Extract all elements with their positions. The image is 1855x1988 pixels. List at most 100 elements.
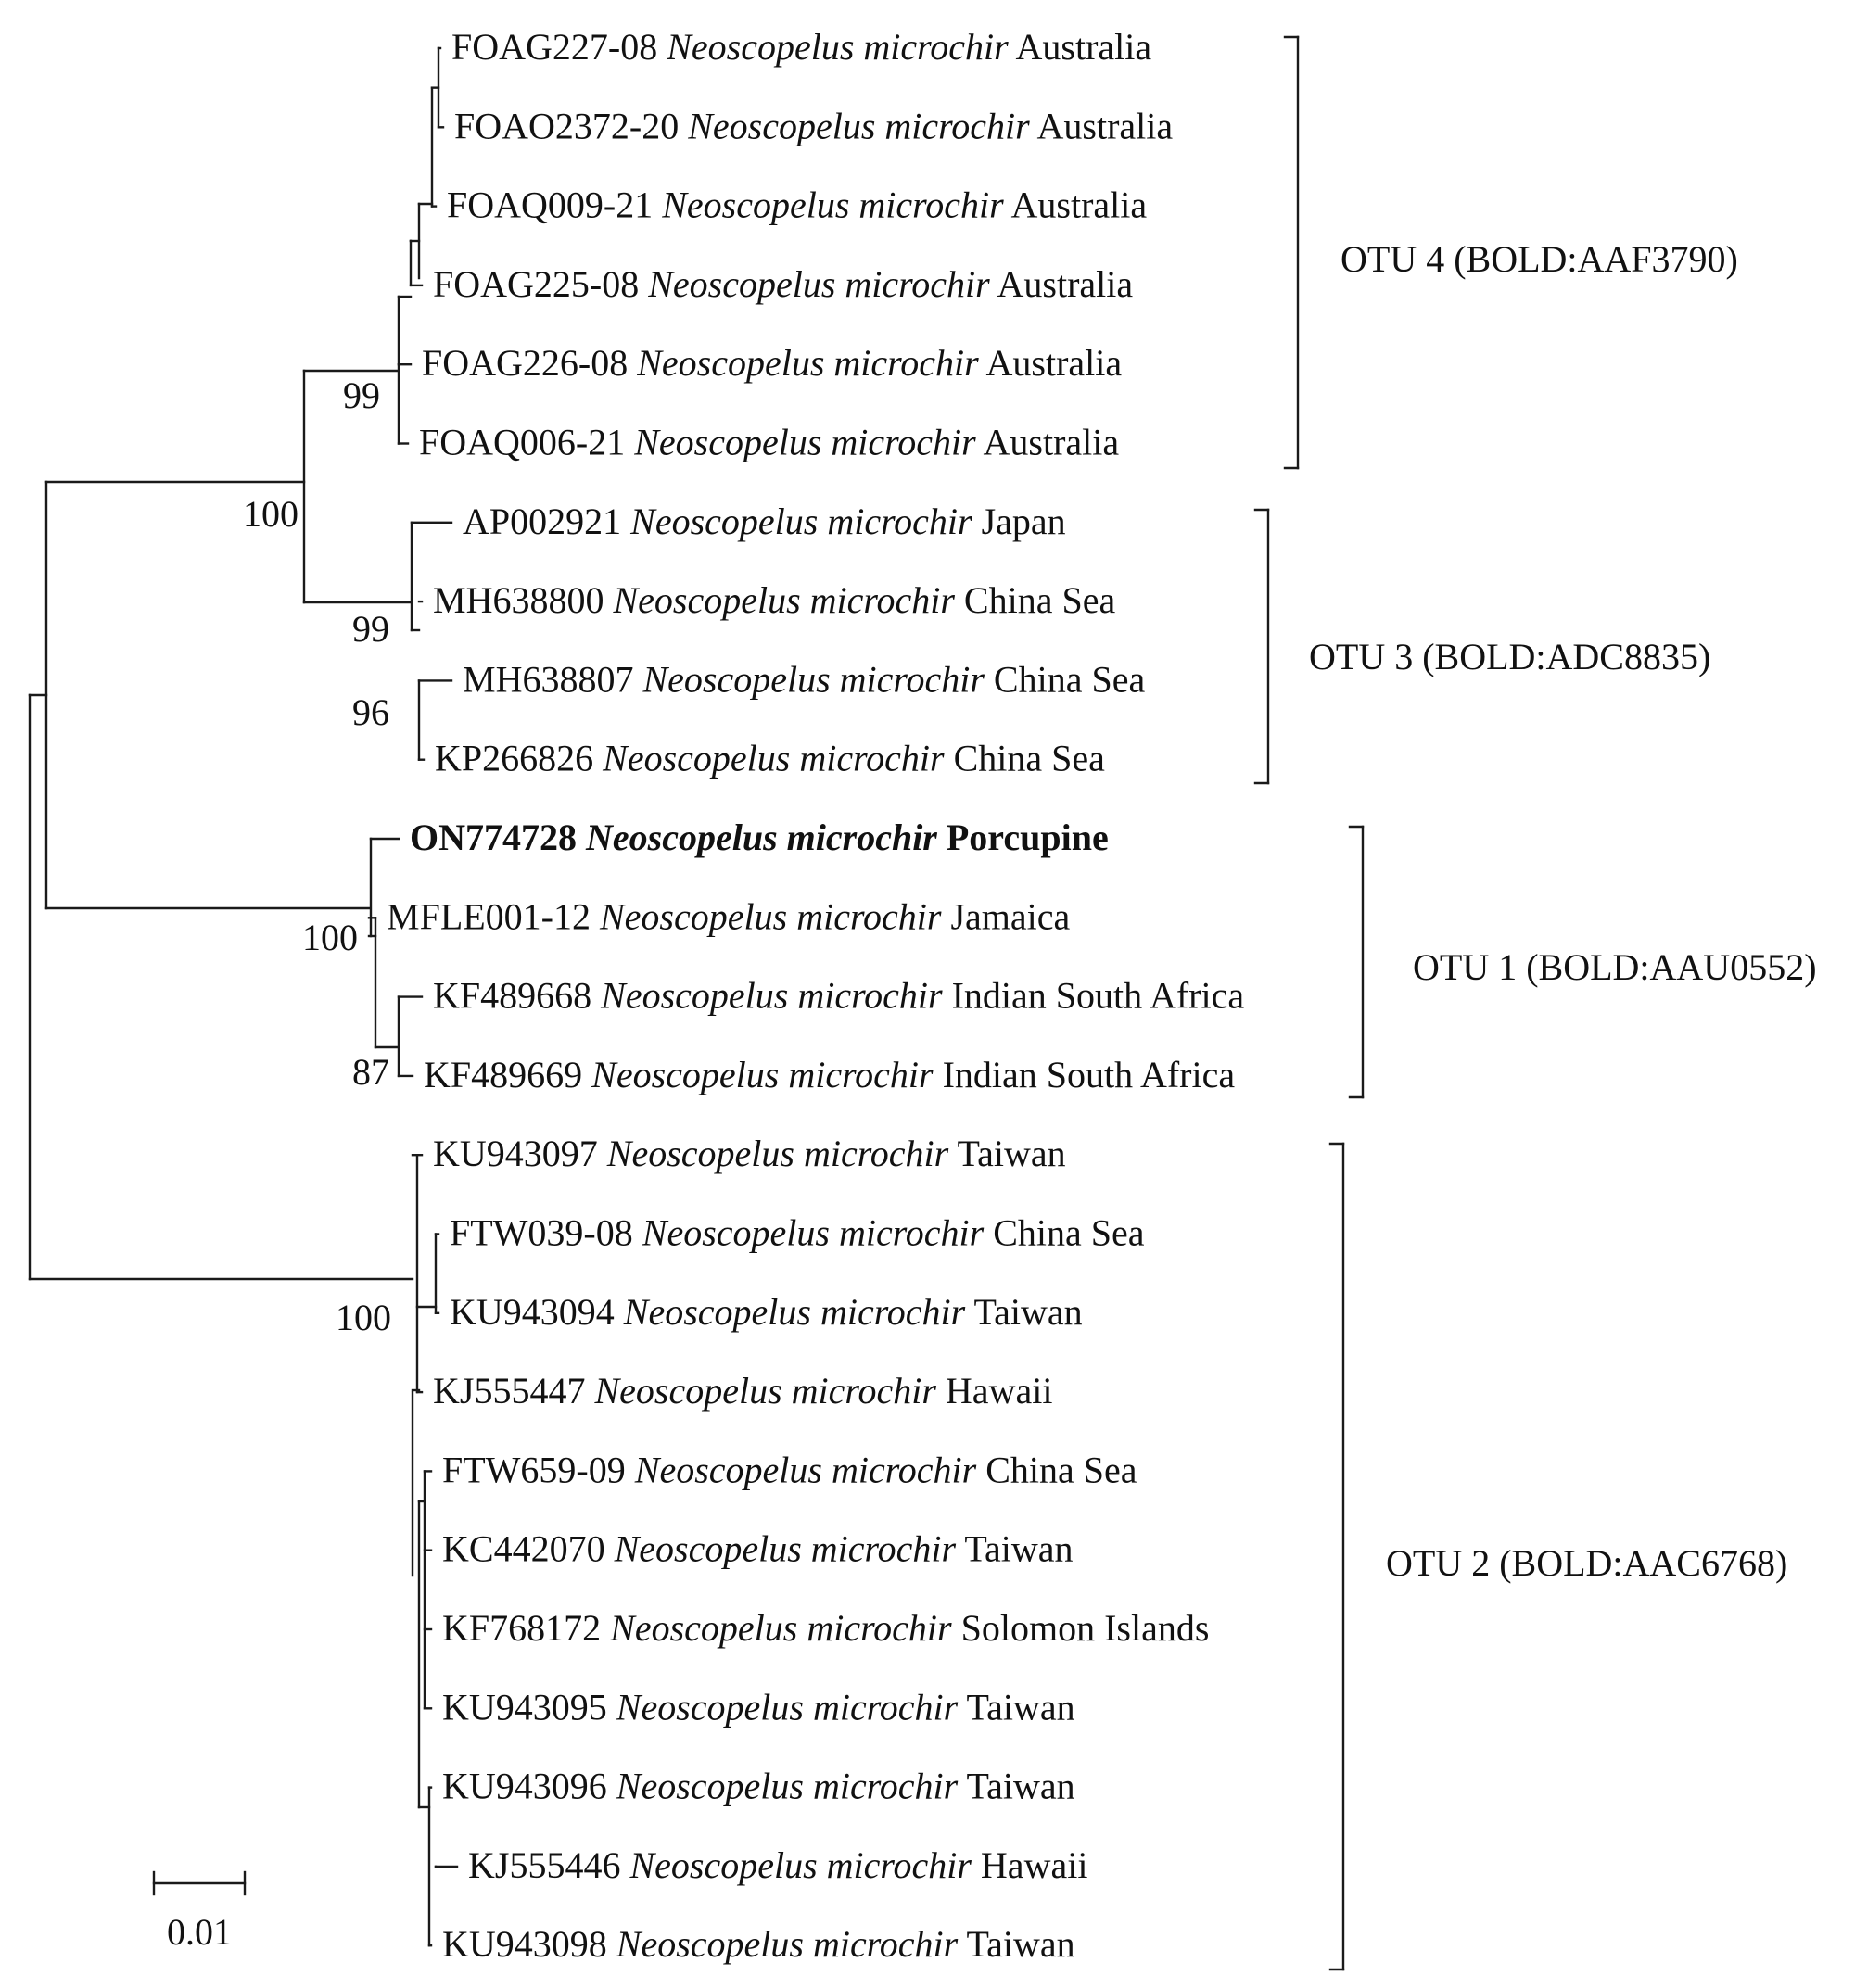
otu-brackets xyxy=(1253,35,1365,1971)
taxon-accession: KJ555447 xyxy=(433,1370,594,1412)
taxon-species: Neoscopelus microchir xyxy=(616,1686,959,1728)
taxon-species: Neoscopelus microchir xyxy=(606,1133,949,1174)
taxon-locality: Hawaii xyxy=(972,1844,1088,1886)
taxon-locality: Taiwan xyxy=(956,1528,1073,1570)
taxon-label: KF768172 Neoscopelus microchir Solomon I… xyxy=(442,1607,1209,1649)
taxon-label: FOAQ006-21 Neoscopelus microchir Austral… xyxy=(419,422,1119,463)
taxon-accession: KF489669 xyxy=(424,1054,591,1095)
taxon-accession: FTW039-08 xyxy=(450,1212,642,1254)
bootstrap-value: 87 xyxy=(352,1051,389,1093)
taxon-label: FTW659-09 Neoscopelus microchir China Se… xyxy=(442,1449,1137,1490)
otu-labels: OTU 4 (BOLD:AAF3790) OTU 3 (BOLD:ADC8835)… xyxy=(1309,238,1817,1584)
taxon-species: Neoscopelus microchir xyxy=(609,1607,952,1649)
taxon-label: KU943094 Neoscopelus microchir Taiwan xyxy=(450,1291,1083,1333)
taxon-label: KU943097 Neoscopelus microchir Taiwan xyxy=(433,1133,1066,1174)
otu-label: OTU 3 (BOLD:ADC8835) xyxy=(1309,636,1710,677)
taxon-accession: MFLE001-12 xyxy=(387,895,600,937)
taxon-locality: Australia xyxy=(1009,26,1152,68)
taxon-locality: Taiwan xyxy=(948,1133,1065,1174)
taxon-accession: FOAQ006-21 xyxy=(419,422,634,463)
taxon-locality: Indian South Africa xyxy=(934,1054,1236,1095)
taxon-species: Neoscopelus microchir xyxy=(616,1766,959,1807)
taxon-accession: AP002921 xyxy=(463,500,630,542)
taxon-label: KJ555446 Neoscopelus microchir Hawaii xyxy=(468,1844,1087,1886)
taxon-locality: China Sea xyxy=(955,579,1116,621)
taxon-accession: KU943098 xyxy=(442,1923,616,1965)
taxon-accession: FOAG226-08 xyxy=(422,342,637,384)
taxon-species: Neoscopelus microchir xyxy=(599,895,942,937)
taxon-label: FOAG226-08 Neoscopelus microchir Austral… xyxy=(422,342,1122,384)
taxon-locality: China Sea xyxy=(976,1449,1137,1490)
taxon-label: FTW039-08 Neoscopelus microchir China Se… xyxy=(450,1212,1145,1254)
taxon-species: Neoscopelus microchir xyxy=(642,1212,985,1254)
taxon-species: Neoscopelus microchir xyxy=(661,184,1004,226)
taxon-label: FOAG227-08 Neoscopelus microchir Austral… xyxy=(451,26,1151,68)
taxon-species: Neoscopelus microchir xyxy=(593,1370,936,1412)
taxon-accession: FOAG225-08 xyxy=(433,263,648,305)
taxon-label: FOAO2372-20 Neoscopelus microchir Austra… xyxy=(454,105,1173,146)
taxon-label: KF489669 Neoscopelus microchir Indian So… xyxy=(424,1054,1235,1095)
taxon-accession: KP266826 xyxy=(435,738,603,779)
taxon-accession: KF489668 xyxy=(433,975,601,1017)
taxon-locality: Solomon Islands xyxy=(952,1607,1210,1649)
taxon-locality: China Sea xyxy=(984,1212,1145,1254)
taxon-locality: Japan xyxy=(972,500,1066,542)
taxon-accession: ON774728 xyxy=(410,817,586,858)
tree-branches xyxy=(28,46,459,1947)
taxon-label: MFLE001-12 Neoscopelus microchir Jamaica xyxy=(387,895,1071,937)
taxon-locality: Australia xyxy=(1004,184,1148,226)
taxon-label: FOAQ009-21 Neoscopelus microchir Austral… xyxy=(447,184,1147,226)
taxon-locality: Hawaii xyxy=(936,1370,1053,1412)
taxon-species: Neoscopelus microchir xyxy=(602,738,945,779)
taxon-locality: Australia xyxy=(979,342,1123,384)
bootstrap-value: 96 xyxy=(352,691,389,733)
taxon-locality: Indian South Africa xyxy=(943,975,1245,1017)
taxon-accession: FOAG227-08 xyxy=(451,26,667,68)
taxon-locality: Taiwan xyxy=(958,1766,1074,1807)
taxon-label: FOAG225-08 Neoscopelus microchir Austral… xyxy=(433,263,1133,305)
taxon-species: Neoscopelus microchir xyxy=(687,105,1030,146)
taxon-accession: KJ555446 xyxy=(468,1844,629,1886)
taxon-species: Neoscopelus microchir xyxy=(666,26,1009,68)
taxon-label: KP266826 Neoscopelus microchir China Sea xyxy=(435,738,1105,779)
taxon-label: AP002921 Neoscopelus microchir Japan xyxy=(463,500,1066,542)
taxon-accession: FOAQ009-21 xyxy=(447,184,662,226)
taxon-accession: KU943094 xyxy=(450,1291,624,1333)
otu-label: OTU 1 (BOLD:AAU0552) xyxy=(1413,946,1817,988)
taxon-species: Neoscopelus microchir xyxy=(647,263,990,305)
bootstrap-value: 100 xyxy=(336,1297,391,1338)
taxon-locality: Australia xyxy=(1030,105,1174,146)
taxon-locality: Jamaica xyxy=(941,895,1070,937)
otu-label: OTU 2 (BOLD:AAC6768) xyxy=(1386,1542,1787,1584)
taxon-accession: KF768172 xyxy=(442,1607,610,1649)
taxon-species: Neoscopelus microchir xyxy=(634,1449,977,1490)
otu-label: OTU 4 (BOLD:AAF3790) xyxy=(1340,238,1738,280)
taxon-accession: MH638800 xyxy=(433,579,613,621)
taxon-species: Neoscopelus microchir xyxy=(591,1054,934,1095)
taxon-accession: KU943096 xyxy=(442,1766,616,1807)
taxon-species: Neoscopelus microchir xyxy=(616,1923,959,1965)
taxon-locality: Australia xyxy=(976,422,1120,463)
scale-bar: 0.01 xyxy=(152,1870,247,1953)
taxon-label: KU943098 Neoscopelus microchir Taiwan xyxy=(442,1923,1075,1965)
taxon-accession: KC442070 xyxy=(442,1528,615,1570)
taxon-species: Neoscopelus microchir xyxy=(612,579,955,621)
taxon-species: Neoscopelus microchir xyxy=(633,422,976,463)
taxon-locality: Taiwan xyxy=(958,1686,1074,1728)
taxon-species: Neoscopelus microchir xyxy=(629,1844,972,1886)
bootstrap-value: 100 xyxy=(243,493,299,535)
taxon-label: MH638800 Neoscopelus microchir China Sea xyxy=(433,579,1115,621)
taxon-species: Neoscopelus microchir xyxy=(636,342,979,384)
taxon-label: KC442070 Neoscopelus microchir Taiwan xyxy=(442,1528,1073,1570)
taxon-label: KF489668 Neoscopelus microchir Indian So… xyxy=(433,975,1244,1017)
taxon-accession: FTW659-09 xyxy=(442,1449,635,1490)
taxon-locality: China Sea xyxy=(985,658,1146,700)
taxon-label: MH638807 Neoscopelus microchir China Sea xyxy=(463,658,1145,700)
taxon-locality: Porcupine xyxy=(937,817,1109,858)
bootstrap-value: 99 xyxy=(352,608,389,650)
taxon-label: KJ555447 Neoscopelus microchir Hawaii xyxy=(433,1370,1052,1412)
taxon-species: Neoscopelus microchir xyxy=(585,817,937,858)
taxon-locality: Taiwan xyxy=(958,1923,1074,1965)
